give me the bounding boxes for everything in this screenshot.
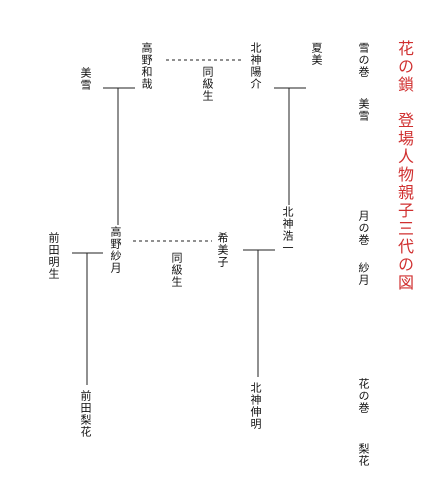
person-maeda-akio: 前田明生 (47, 232, 60, 280)
relation-classmates-mid: 同級生 (170, 252, 183, 288)
person-kitagami-nobuaki: 北神伸明 (249, 382, 262, 430)
person-natsumi: 夏美 (310, 42, 323, 66)
person-miyuki: 美雪 (79, 67, 92, 91)
volume-heroine-yuki: 美雪 (357, 98, 370, 122)
person-maeda-rika: 前田梨花 (79, 390, 92, 438)
person-kitagami-koichi: 北神浩一 (281, 206, 294, 254)
relation-classmates-top: 同級生 (201, 66, 214, 102)
diagram-title: 花の鎖 登場人物親子三代の図 (395, 40, 414, 292)
person-takano-kazuya: 高野和哉 (140, 42, 153, 90)
volume-heroine-hana: 梨花 (357, 443, 370, 467)
volume-label-tsuki: 月の巻 (357, 210, 370, 246)
volume-label-yuki: 雪の巻 (357, 42, 370, 78)
person-kitagami-yosuke: 北神陽介 (249, 42, 262, 90)
volume-label-hana: 花の巻 (357, 378, 370, 414)
person-takano-satsuki: 高野紗月 (109, 226, 122, 274)
person-kimiko: 希美子 (216, 232, 229, 268)
volume-heroine-tsuki: 紗月 (357, 262, 370, 286)
